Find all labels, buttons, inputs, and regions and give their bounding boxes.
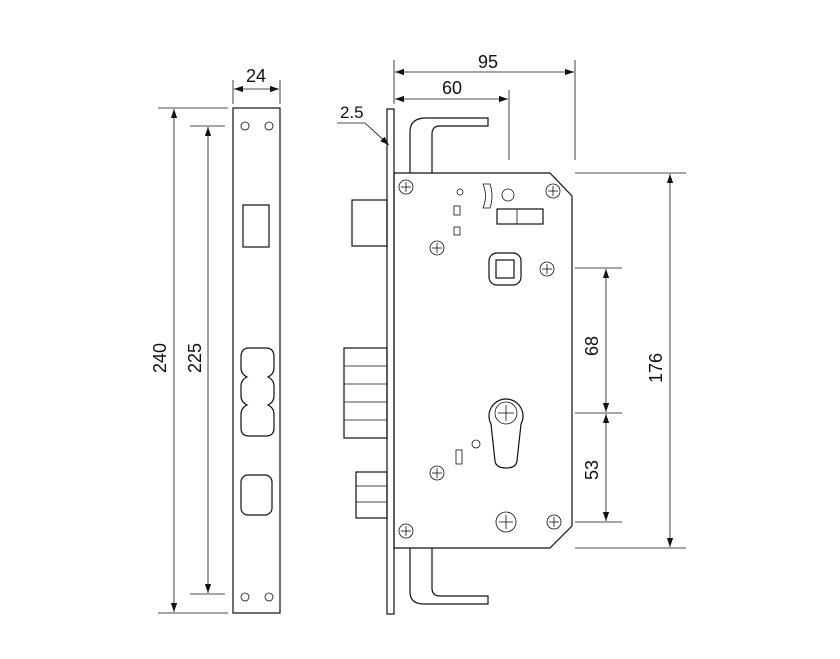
label-2-5: 2.5 [340, 103, 364, 122]
dim-handle-to-cylinder: 68 [575, 267, 622, 414]
dim-body-height: 176 [575, 172, 686, 549]
faceplate-front-view [232, 107, 281, 614]
dim-faceplate-length: 240 [150, 107, 228, 614]
dim-backset: 60 [395, 78, 510, 160]
lock-body-side-view [343, 108, 573, 615]
label-95: 95 [478, 52, 498, 72]
label-68: 68 [582, 336, 602, 356]
label-24: 24 [246, 66, 266, 86]
dim-cylinder-to-bottom: 53 [575, 414, 622, 523]
label-60: 60 [442, 78, 462, 98]
label-176: 176 [646, 353, 666, 383]
dim-faceplate-width: 24 [232, 66, 281, 104]
label-240: 240 [150, 343, 170, 373]
dim-backset-total: 95 [393, 52, 576, 160]
label-53: 53 [582, 460, 602, 480]
dim-faceplate-hole-spacing: 225 [185, 125, 225, 595]
dim-faceplate-thickness: 2.5 [337, 103, 390, 146]
label-225: 225 [185, 343, 205, 373]
